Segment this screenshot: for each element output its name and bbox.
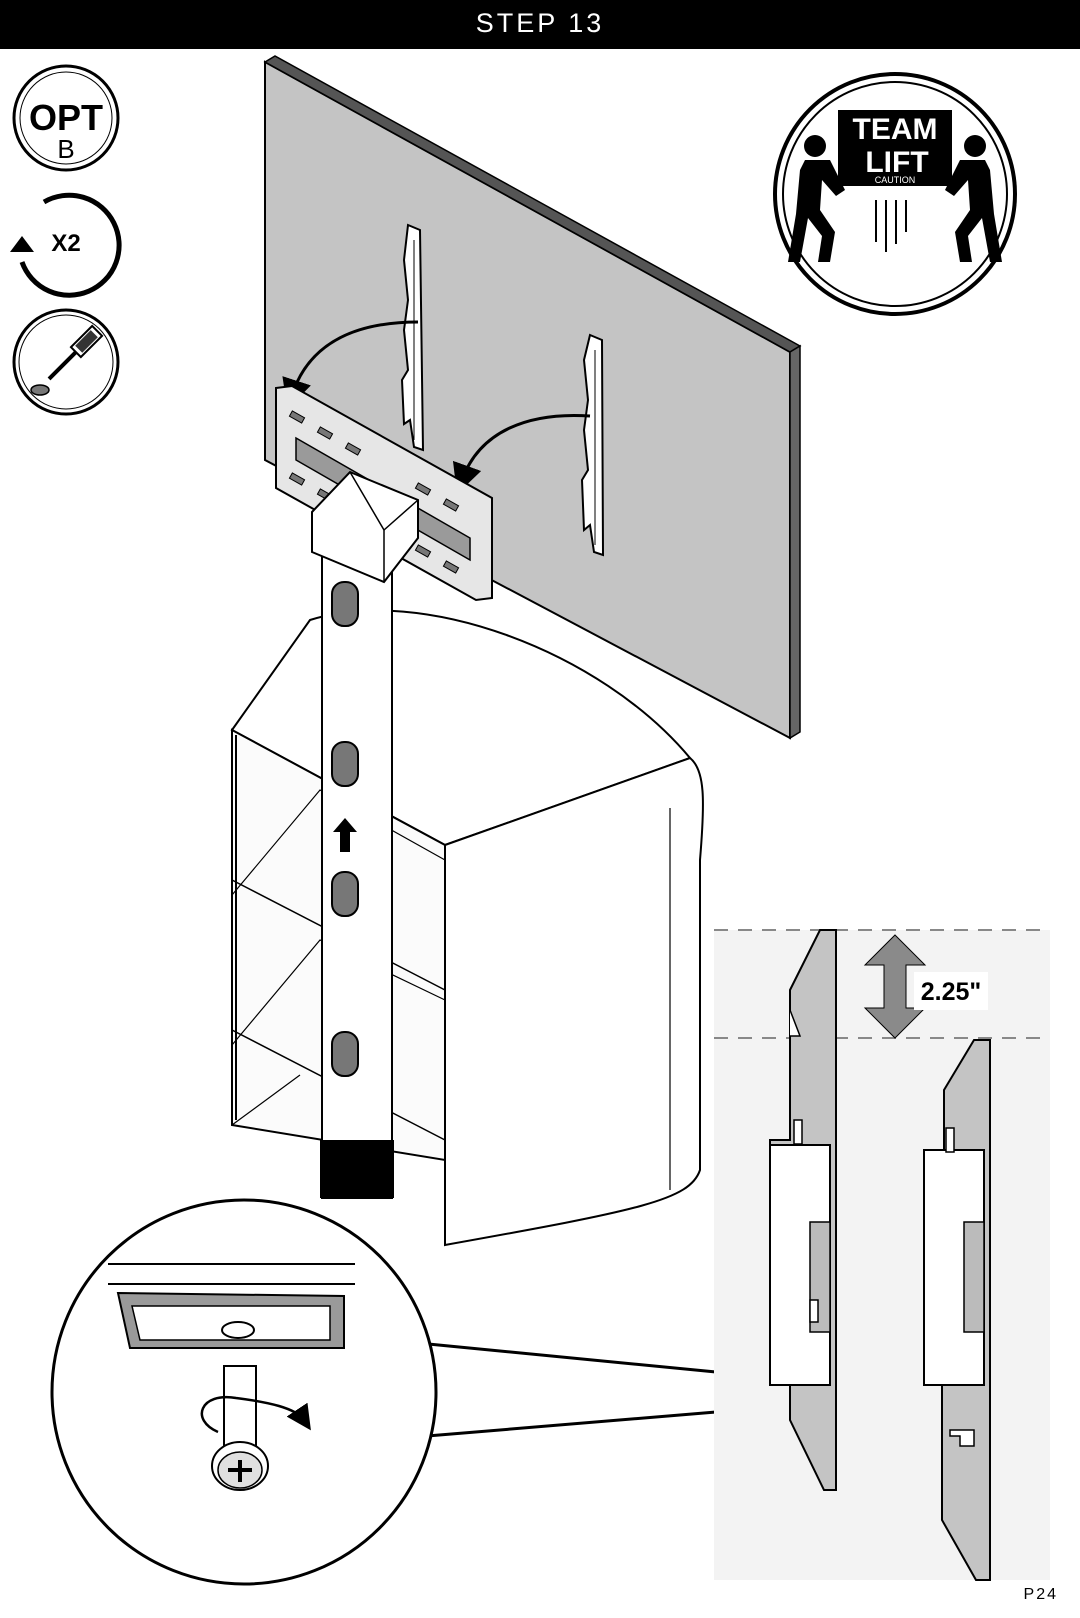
repeat-arrow-icon: X2: [10, 192, 122, 298]
height-measurement-label: 2.25": [921, 978, 982, 1006]
tv-bracket-right: [580, 333, 605, 557]
team-lift-icon: TEAM LIFT CAUTION: [773, 72, 1017, 316]
rotate-arrow-icon: [200, 1395, 311, 1434]
opt-label: OPT: [29, 97, 103, 138]
team-label: TEAM: [853, 113, 938, 146]
height-detail: 2.25": [714, 929, 1050, 1581]
tv-panel: [263, 55, 802, 740]
step-title: STEP 13: [0, 0, 1080, 49]
option-b-badge-icon: OPT B: [12, 64, 120, 172]
screw-detail-callout: [50, 1198, 717, 1586]
hook-arrow-right: [452, 413, 591, 495]
repeat-count-label: X2: [51, 230, 80, 257]
page-number: P24: [1023, 1586, 1058, 1603]
hook-arrow-left: [282, 320, 419, 410]
stand-column: [311, 470, 419, 1199]
up-arrow-icon: [333, 818, 357, 852]
opt-b-label: B: [57, 134, 74, 164]
caution-label: CAUTION: [875, 175, 916, 185]
screwdriver-icon: [12, 308, 120, 416]
tv-stand: [230, 609, 704, 1247]
lift-label: LIFT: [865, 146, 928, 179]
tv-bracket-left: [400, 223, 425, 452]
